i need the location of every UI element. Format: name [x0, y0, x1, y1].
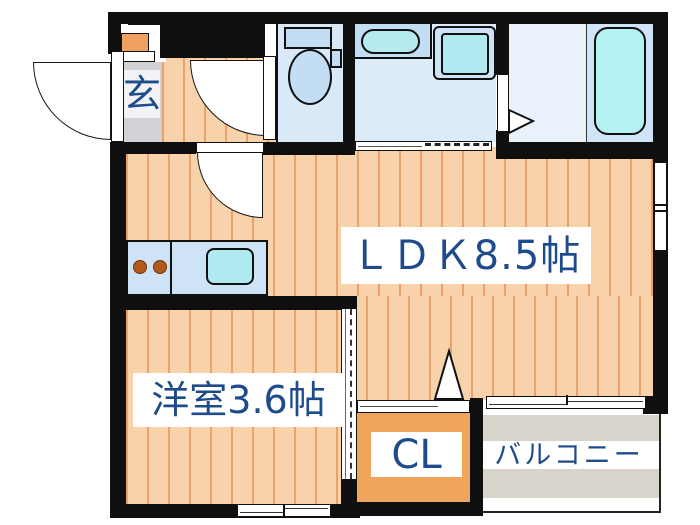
balcony-area: [483, 412, 661, 513]
slider-rail: [489, 404, 567, 405]
balcony-stripe: [483, 415, 659, 441]
wall-top: [108, 12, 668, 24]
kitchen-sink: [206, 248, 254, 285]
wall-left-upper: [108, 12, 121, 54]
window-tick: [655, 204, 666, 206]
wall-kitchen-bottom: [110, 296, 357, 310]
bath-door-triangle-icon: [508, 108, 536, 135]
bathtub: [594, 27, 646, 135]
slider-rail: [345, 309, 346, 479]
ldk-label: ＬＤＫ8.5帖: [341, 227, 591, 284]
closet-sliding-door: [357, 400, 470, 413]
balcony-label: バルコニー: [487, 440, 651, 470]
genkan-label-text: 玄: [123, 72, 162, 116]
wall-toilet-washroom: [343, 22, 355, 142]
wall-divider-bottom: [341, 480, 357, 518]
slider-center-tick: [566, 395, 568, 405]
window-center-tick: [283, 505, 285, 516]
shoe-cabinet-line-right: [166, 23, 168, 53]
closet-folding-door-triangle-icon: [433, 347, 465, 400]
ldk-right-window: [654, 162, 667, 251]
front-door-swing-arc: [33, 62, 111, 140]
western-room-label-text: 洋室3.6帖: [151, 378, 326, 422]
window-rail: [240, 512, 285, 513]
slider-dashes: [350, 309, 352, 479]
shoe-cabinet-line-top: [128, 23, 168, 25]
toilet-flush-handle: [330, 49, 342, 68]
balcony-sliding-door: [486, 395, 646, 409]
ldk-label-text: ＬＤＫ8.5帖: [350, 232, 582, 279]
bath-door-leaf: [497, 74, 509, 132]
window-rail: [284, 508, 328, 509]
window-tick: [655, 210, 666, 212]
western-room-label: 洋室3.6帖: [133, 373, 344, 427]
washroom-sliding-door: [355, 141, 492, 151]
ldk-floor-lower: [345, 296, 653, 400]
closet-label: CL: [371, 432, 462, 477]
washing-machine-drum: [441, 33, 489, 75]
western-room-window: [237, 504, 331, 517]
closet-label-text: CL: [391, 431, 442, 478]
wall-cl-bottom: [352, 502, 483, 516]
slider-rail: [360, 406, 438, 407]
toilet-bowl: [288, 49, 332, 105]
wall-below-toilet: [262, 142, 355, 155]
wall-bath-bottom: [496, 142, 668, 159]
wall-left: [110, 142, 126, 518]
balcony-stripe: [483, 469, 659, 498]
genkan-label: 玄: [123, 70, 162, 118]
wall-washroom-bath-upper: [496, 22, 509, 75]
wall-washroom-bath-lower: [496, 130, 509, 142]
entrance-step-box: [121, 33, 149, 52]
wall-hall-top-block: [160, 22, 265, 58]
vanity-sink-basin: [361, 29, 420, 54]
ldk-door-leaf: [196, 142, 264, 153]
hall-door-leaf: [263, 56, 276, 140]
balcony-label-text: バルコニー: [494, 439, 644, 471]
wall-cl-right: [470, 398, 483, 516]
slider-rail: [567, 401, 643, 402]
stove-burner-right: [153, 260, 167, 274]
kitchen-counter-divider: [170, 242, 172, 294]
wall-balcony-corner: [643, 396, 668, 414]
stove-burner-left: [133, 260, 147, 274]
washroom-slider-dashes: [425, 143, 489, 146]
toilet-tank: [284, 27, 332, 49]
washroom-slider-rail: [358, 146, 422, 147]
front-door-leaf: [111, 51, 124, 142]
wall-below-genkan: [118, 142, 196, 154]
